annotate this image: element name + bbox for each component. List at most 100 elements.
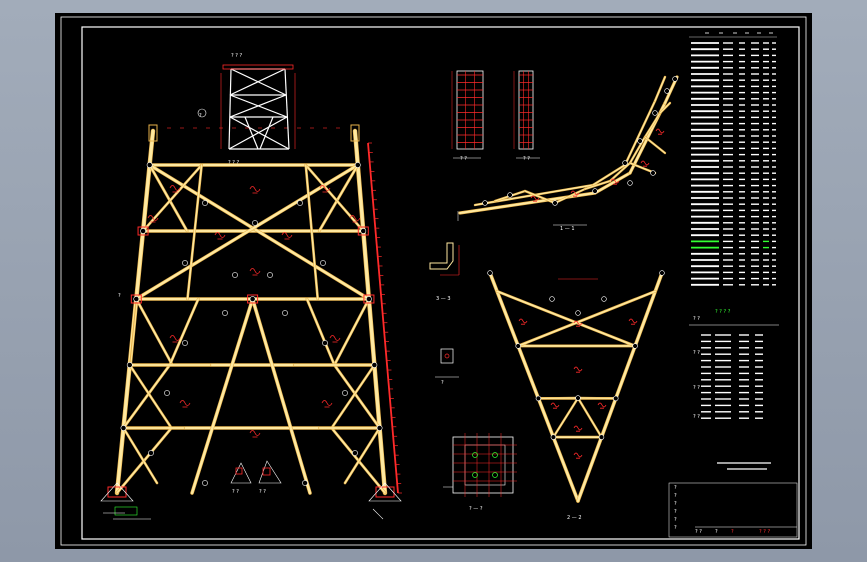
line bbox=[367, 142, 399, 494]
bolt bbox=[472, 472, 478, 478]
part-bubble bbox=[148, 450, 154, 456]
title-block-row-6: ? bbox=[674, 525, 677, 531]
line bbox=[228, 116, 288, 150]
part-bubble bbox=[371, 362, 378, 368]
part-bubble bbox=[360, 228, 367, 234]
part-bubble bbox=[550, 434, 557, 440]
part-bubble bbox=[354, 162, 361, 168]
part-bubble bbox=[552, 200, 558, 206]
legend-row-4: ? ? bbox=[693, 414, 700, 420]
member bbox=[576, 271, 664, 503]
part-bubble bbox=[672, 76, 678, 82]
plate-detail-label: ? — ? bbox=[469, 506, 483, 512]
foot-detail-right-plate bbox=[262, 467, 271, 476]
area-mark bbox=[169, 335, 181, 343]
strip-outline bbox=[456, 70, 484, 150]
area-mark bbox=[214, 232, 226, 240]
main-elevation-left-label: ? bbox=[118, 293, 121, 299]
gusset-plate bbox=[130, 294, 142, 304]
area-mark bbox=[573, 366, 583, 373]
member bbox=[552, 397, 579, 438]
strip-right-label: ? ? bbox=[523, 156, 530, 162]
part-bubble bbox=[650, 170, 656, 176]
member bbox=[344, 427, 381, 484]
area-mark bbox=[329, 335, 341, 343]
area-mark bbox=[655, 128, 665, 135]
part-bubble bbox=[249, 296, 256, 302]
line bbox=[229, 94, 287, 118]
plate-outline bbox=[452, 436, 514, 494]
part-bubble bbox=[622, 160, 628, 166]
part-bubble bbox=[575, 395, 581, 401]
strip-details bbox=[451, 70, 540, 159]
part-bubble bbox=[627, 180, 633, 186]
part-bubble bbox=[487, 270, 493, 276]
area-mark bbox=[147, 215, 159, 223]
area-mark bbox=[597, 402, 607, 409]
section-2-label: 2 — 2 bbox=[567, 515, 582, 521]
member bbox=[305, 164, 364, 232]
drawing-canvas[interactable]: ? ? ? ? ? ? ? ? 1 — 1 2 — 2 3 — 3 ? ? ? … bbox=[55, 13, 812, 549]
part-bubble bbox=[601, 296, 607, 302]
part-bubble bbox=[637, 138, 643, 144]
part-bubble bbox=[320, 260, 326, 266]
line bbox=[244, 116, 259, 150]
area-mark bbox=[179, 400, 191, 408]
gusset-plate bbox=[363, 294, 375, 304]
part-bubble bbox=[252, 220, 258, 226]
member bbox=[148, 164, 188, 232]
title-block-row-3: ? bbox=[674, 501, 677, 507]
angle-detail bbox=[429, 242, 454, 270]
legend-row-2: ? ? bbox=[693, 350, 700, 356]
area-mark bbox=[249, 268, 261, 276]
member bbox=[488, 271, 580, 503]
area-mark bbox=[518, 318, 528, 325]
member bbox=[168, 298, 200, 366]
title-block bbox=[668, 482, 798, 538]
part-bubble bbox=[182, 260, 188, 266]
member bbox=[517, 290, 657, 347]
small-elevation-scale: ? ? ? bbox=[228, 160, 239, 166]
base-plate bbox=[107, 486, 127, 498]
small-elevation-mark: ? bbox=[199, 113, 202, 119]
small-elevation-title: ? ? ? bbox=[231, 53, 242, 59]
drawing-sheet: ? ? ? ? ? ? ? ? 1 — 1 2 — 2 3 — 3 ? ? ? … bbox=[55, 13, 812, 549]
member bbox=[122, 364, 171, 429]
title-footer-4: ? ? ? bbox=[759, 529, 770, 535]
member bbox=[333, 298, 370, 366]
foot-detail-left-label: ? ? bbox=[232, 489, 239, 495]
member bbox=[251, 297, 312, 495]
member bbox=[305, 164, 319, 300]
member bbox=[142, 164, 203, 232]
part-bubble bbox=[146, 162, 153, 168]
member bbox=[333, 364, 381, 429]
part-bubble bbox=[515, 343, 521, 349]
member bbox=[459, 192, 596, 214]
bolt-hole bbox=[444, 353, 450, 359]
area-mark bbox=[570, 190, 580, 197]
part-bubble bbox=[267, 272, 273, 278]
member bbox=[129, 364, 173, 429]
member bbox=[594, 172, 631, 194]
title-footer-3: ? bbox=[731, 529, 734, 535]
member bbox=[496, 290, 636, 347]
member bbox=[659, 102, 671, 114]
line bbox=[228, 68, 232, 150]
part-bubble bbox=[613, 395, 619, 402]
member bbox=[330, 364, 376, 429]
area-mark bbox=[610, 178, 620, 185]
part-bubble bbox=[297, 200, 303, 206]
part-bubble bbox=[164, 390, 170, 396]
area-mark bbox=[319, 185, 331, 193]
section-3-label: 3 — 3 bbox=[436, 296, 451, 302]
strip-left-label: ? ? bbox=[460, 156, 467, 162]
gusset-plate bbox=[357, 226, 369, 236]
part-bubble bbox=[222, 310, 228, 316]
detail-a-label: ? bbox=[441, 380, 444, 386]
part-bubble bbox=[182, 340, 188, 346]
line bbox=[259, 116, 274, 150]
part-bubble bbox=[140, 228, 146, 234]
member bbox=[624, 100, 656, 166]
member bbox=[353, 129, 387, 495]
